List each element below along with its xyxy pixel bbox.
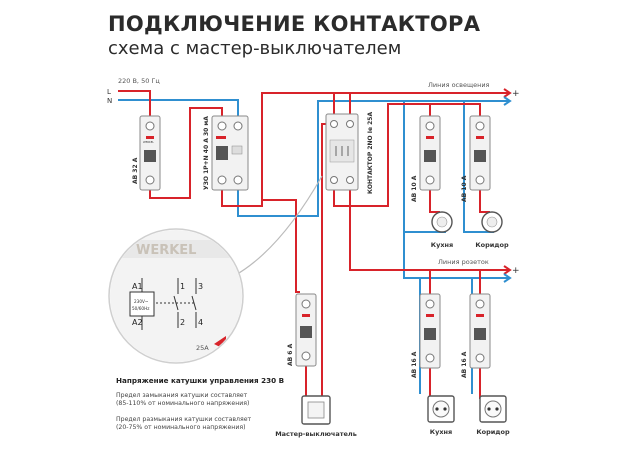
light-breaker-1 <box>419 115 441 191</box>
main-breaker: WERKEL <box>139 115 161 191</box>
zoom-rating: 25A <box>196 344 209 352</box>
socket-line-label: Линия розеток <box>438 258 489 266</box>
page-title: ПОДКЛЮЧЕНИЕ КОНТАКТОРА <box>108 12 481 36</box>
supply-label: 220 В, 50 Гц <box>118 77 160 85</box>
main-breaker-label: АВ 32 А <box>132 157 139 184</box>
socket-1 <box>427 395 455 423</box>
contactor-label: КОНТАКТОР 2NO Ie 25A <box>367 112 374 194</box>
socket-1-label: Кухня <box>430 428 452 436</box>
lamp-1 <box>431 211 453 233</box>
rcd-device <box>211 115 249 191</box>
light-breaker-2 <box>469 115 491 191</box>
zoom-t1: 1 <box>180 282 185 291</box>
zoom-t2: 2 <box>180 318 185 327</box>
zoom-coil-freq: 50/60Hz <box>132 306 150 311</box>
socket-breaker-2 <box>469 293 491 369</box>
socket-breaker-1-label: АВ 16 А <box>411 351 418 378</box>
light-breaker-1-label: АВ 10 А <box>411 175 418 202</box>
lamp-2-label: Коридор <box>475 241 509 249</box>
zoom-pointer <box>233 175 323 277</box>
zoom-t3: 3 <box>198 282 203 291</box>
master-breaker-label: АВ 6 А <box>287 343 294 366</box>
line-n-label: N <box>107 97 112 105</box>
lamp-1-label: Кухня <box>431 241 453 249</box>
socket-2-label: Коридор <box>476 428 510 436</box>
plus-sockets: + <box>512 266 520 276</box>
line-l-label: L <box>107 88 111 96</box>
socket-breaker-1 <box>419 293 441 369</box>
page-subtitle: схема с мастер-выключателем <box>108 38 402 59</box>
open-note-line2: (20-75% от номинального напряжения) <box>116 424 246 431</box>
lamp-2 <box>481 211 503 233</box>
zoom-a2: A2 <box>132 318 143 327</box>
master-breaker <box>295 293 317 367</box>
coil-note-title: Напряжение катушки управления 230 В <box>116 376 285 385</box>
lighting-line-label: Линия освещения <box>428 81 490 89</box>
rcd-label: УЗО 1P+N 40 А 30 мА <box>203 116 210 190</box>
zoom-t4: 4 <box>198 318 203 327</box>
zoom-a1: A1 <box>132 282 143 291</box>
zoom-callout: WERKEL 25A 230V~ 50/60Hz A1 A2 1 2 3 4 <box>108 228 244 364</box>
zoom-brand: WERKEL <box>136 243 196 258</box>
zoom-coil-voltage: 230V~ <box>134 299 149 304</box>
bus-arrows <box>503 88 512 283</box>
close-note-line2: (85-110% от номинального напряжения) <box>116 400 250 407</box>
plus-lighting: + <box>512 89 520 99</box>
socket-2 <box>479 395 507 423</box>
open-note-line1: Предел размыкания катушки составляет <box>116 416 252 423</box>
close-note-line1: Предел замыкания катушки составляет <box>116 392 248 399</box>
master-switch-label: Мастер-выключатель <box>275 430 357 438</box>
socket-breaker-2-label: АВ 16 А <box>461 351 468 378</box>
brand-label: WERKEL <box>143 140 154 144</box>
master-switch <box>301 395 331 425</box>
contactor-device <box>325 113 359 191</box>
light-breaker-2-label: АВ 10 А <box>461 175 468 202</box>
